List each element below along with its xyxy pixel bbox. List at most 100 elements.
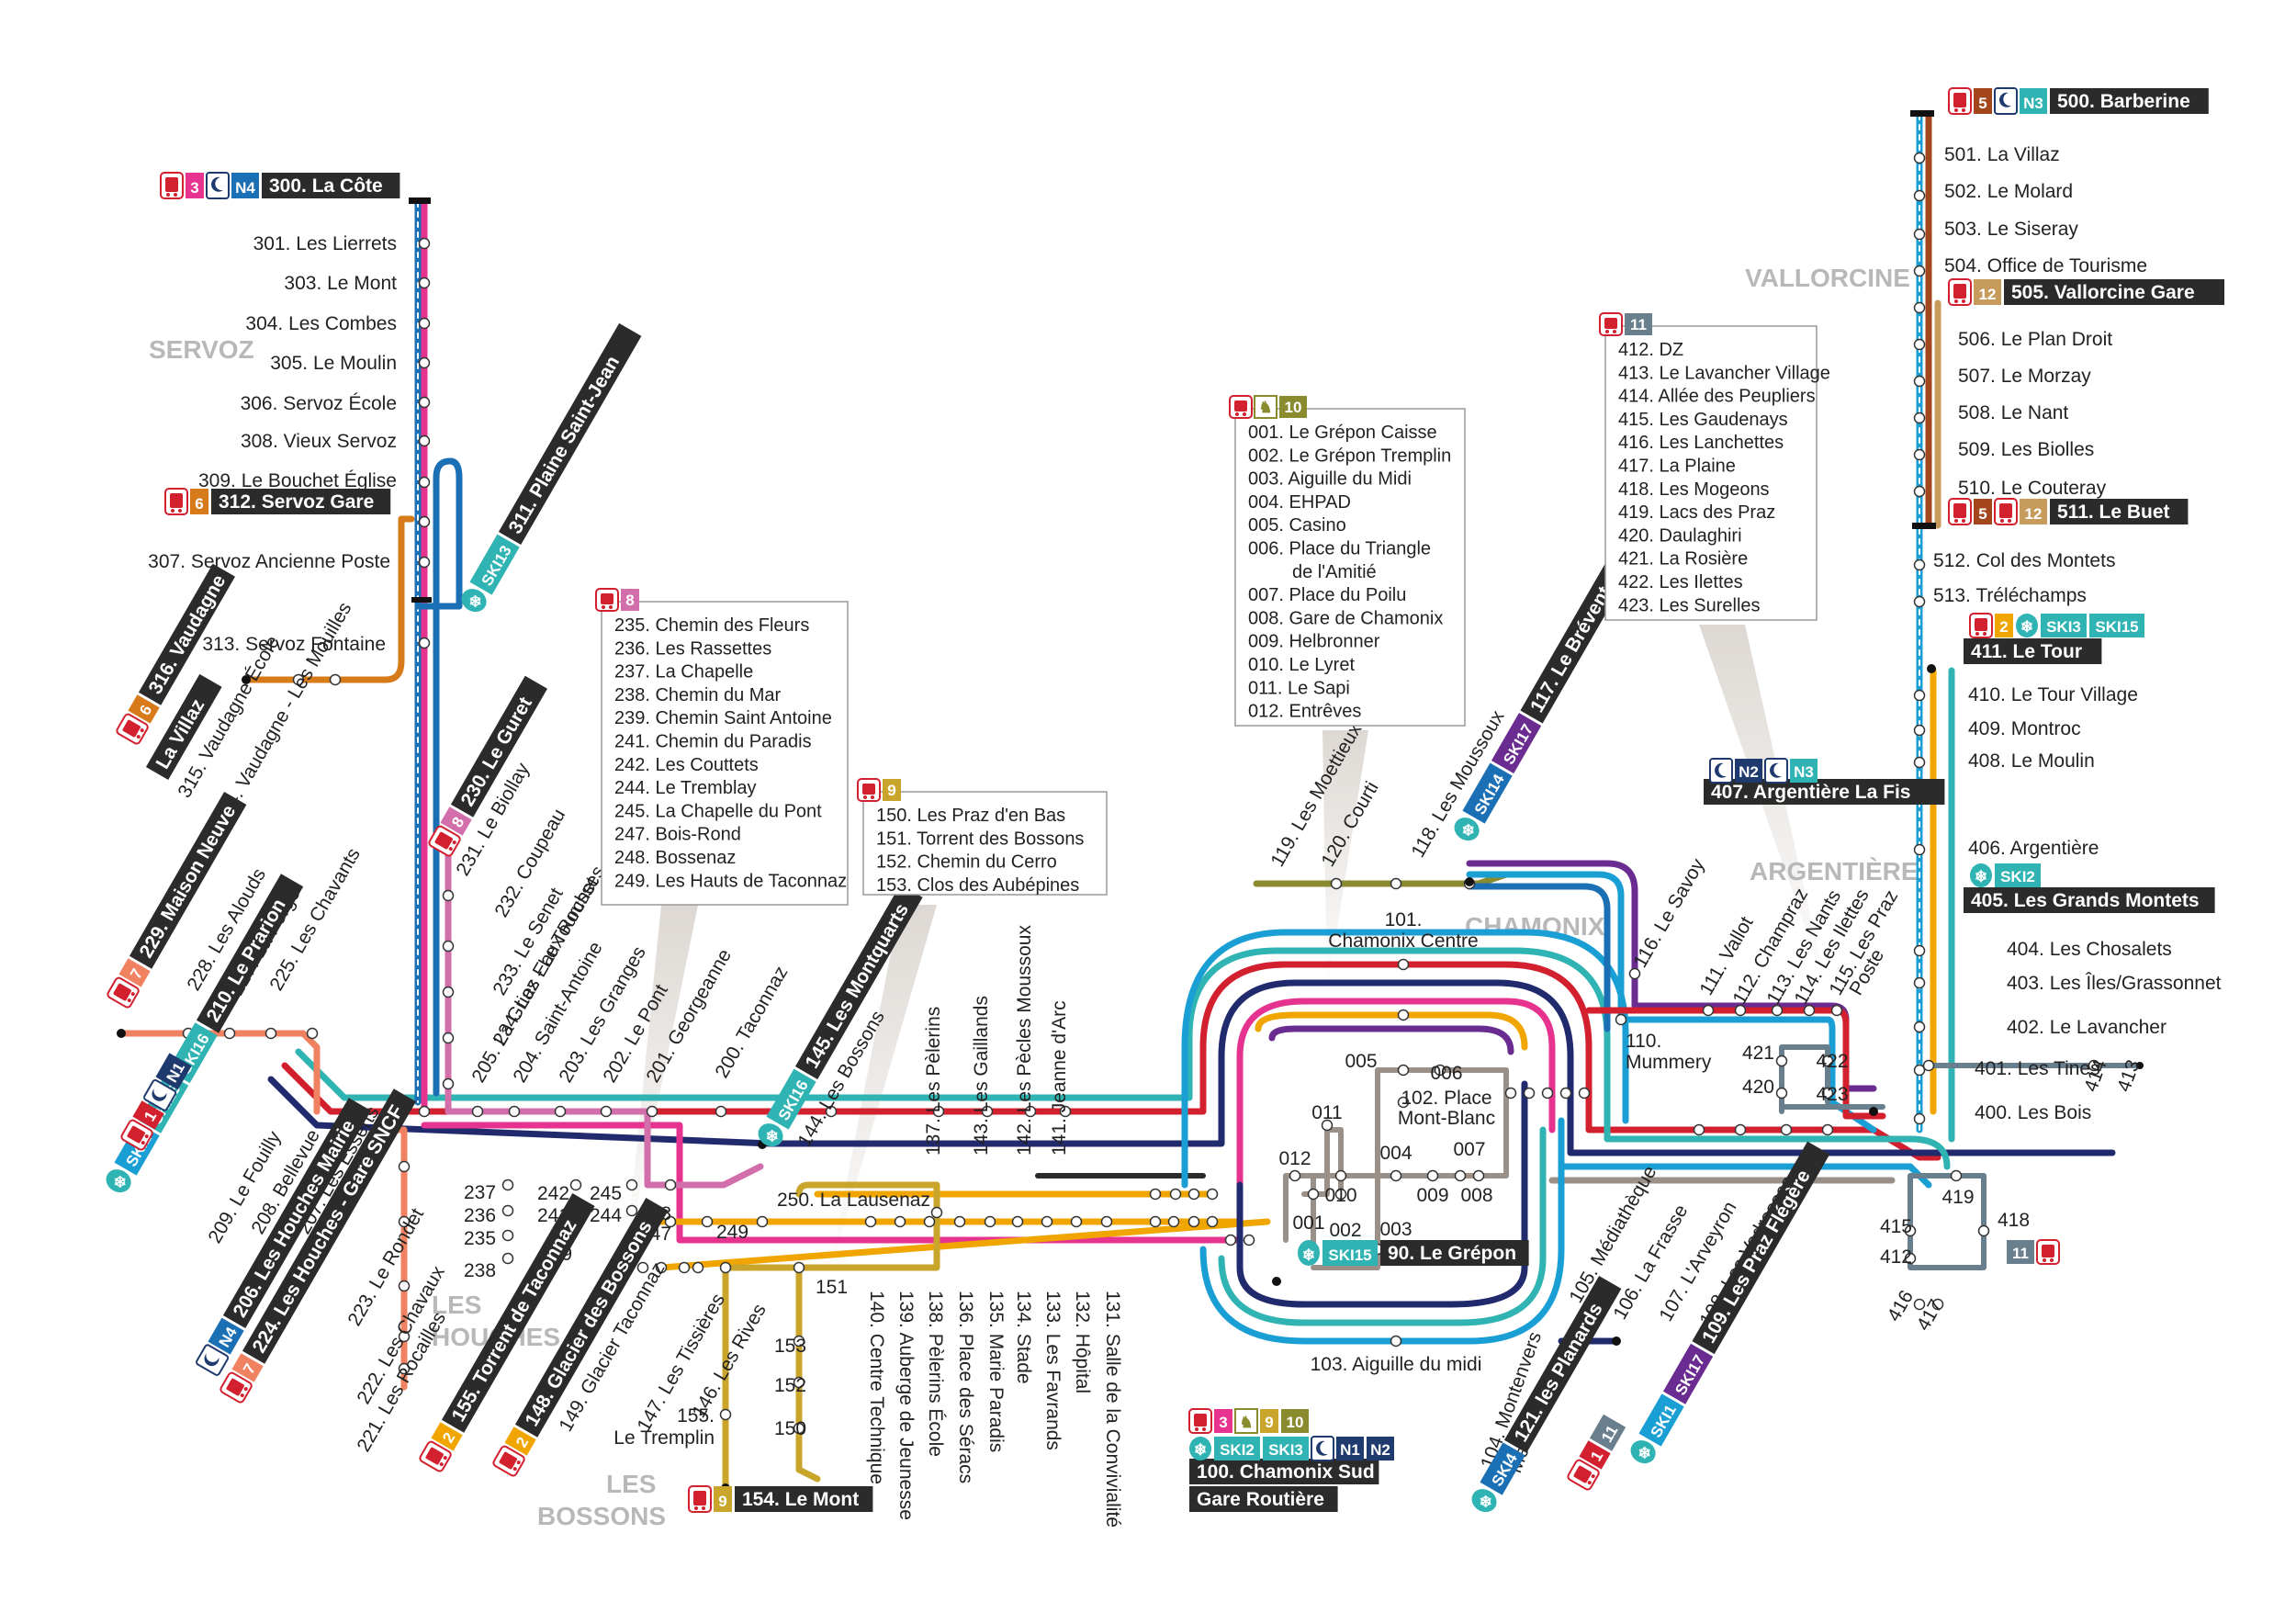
stop-dot [1780, 1123, 1793, 1136]
stop-dot [1913, 375, 1926, 388]
stop-s110a: 110. [1626, 1031, 1661, 1052]
line-badge-N3: N3 [2020, 88, 2047, 114]
stop-dot [442, 889, 455, 902]
line-badge-SKI13: SKI13 [469, 534, 520, 595]
stop-dot [692, 1261, 704, 1274]
stop-dot [1775, 1087, 1788, 1100]
info-box-line: 153. Clos des Aubépines [876, 875, 1079, 896]
info-box-line: 423. Les Surelles [1618, 595, 1761, 615]
line-badge-1: 1 [132, 1100, 164, 1130]
svg-text:SKI3: SKI3 [1268, 1441, 1303, 1459]
bus-icon [116, 713, 149, 745]
bus-icon [1994, 498, 2018, 525]
stop-dot [1397, 1096, 1410, 1109]
stop-dot [894, 1215, 906, 1228]
line-brevent-blue [1466, 871, 1877, 1133]
stop-s132: 132. Hôpital [1072, 1291, 1093, 1393]
stop-s245: 245 [590, 1183, 622, 1204]
stop-dot [719, 1261, 732, 1274]
line-badge-SKI1: SKI1 [1638, 1393, 1684, 1447]
stop-s235: 235 [464, 1228, 496, 1249]
stop-dot [1169, 1188, 1182, 1201]
stop-dot [1904, 1252, 1917, 1265]
terminal-name: 312. Servoz Gare [219, 491, 374, 513]
region-argentiere: ARGENTIÈRE [1750, 857, 1919, 885]
svg-text:N4: N4 [235, 179, 255, 197]
stop-s412: 412 [1880, 1246, 1912, 1268]
line-8 [445, 841, 764, 1189]
info-box-line: 006. Place du Triangle [1248, 539, 1431, 559]
stop-dot [655, 1261, 668, 1274]
stop-dot [418, 356, 431, 369]
info-box-line: 414. Allée des Peupliers [1618, 387, 1816, 407]
stop-dot [508, 1105, 521, 1118]
stop-s410: 410. Le Tour Village [1968, 684, 2138, 705]
stop-s507: 507. Le Morzay [1958, 366, 2091, 387]
stop-s141: 141. Jeanne d'Arc [1049, 1000, 1070, 1156]
stop-dot [1771, 1004, 1784, 1017]
stop-s501: 501. La Villaz [1944, 144, 2060, 165]
terminal-name: 505. Vallorcine Gare [2011, 282, 2195, 303]
line-badge-N4: N4 [231, 173, 259, 198]
stop-dot [1206, 1215, 1219, 1228]
stop-s422: 422 [1816, 1051, 1848, 1072]
info-box-line: 420. Daulaghiri [1618, 525, 1742, 546]
stop-dot [1913, 595, 1926, 608]
svg-text:5: 5 [1978, 505, 1986, 523]
line-badge-N1: N1 [1336, 1437, 1364, 1460]
stop-dot [625, 1179, 638, 1191]
region-servoz: SERVOZ [149, 335, 254, 364]
bus-icon [164, 488, 188, 515]
terminal-t100: 100. Chamonix Sud [1189, 1459, 1379, 1484]
terminal-name: 117. Le Brévent [1526, 583, 1615, 716]
stop-s250: 250. La Lausenaz [777, 1190, 930, 1211]
loop-navy [1236, 1080, 1528, 1308]
stop-s512: 512. Col des Montets [1933, 550, 2115, 571]
bus-icon [492, 1445, 525, 1477]
stop-dot [1913, 189, 1926, 202]
stop-dot [1397, 1064, 1410, 1077]
stop-dot [1977, 1224, 1990, 1237]
stop-s504: 504. Office de Tourisme [1944, 255, 2147, 276]
stop-s304: 304. Les Combes [245, 313, 397, 334]
svg-text:12: 12 [1979, 286, 1997, 303]
svg-text:SKI2: SKI2 [2000, 868, 2035, 885]
svg-text:3: 3 [190, 179, 198, 197]
snowflake-icon: ❄ [1630, 1440, 1656, 1464]
svg-text:♞: ♞ [1258, 399, 1272, 416]
stop-dot [1334, 1188, 1347, 1201]
stop-dot [418, 637, 431, 649]
stop-dot [418, 237, 431, 250]
line-badge-10: 10 [1279, 396, 1307, 418]
stop-dot [646, 1105, 658, 1118]
terminal-t109b: 111 [1567, 1414, 1626, 1491]
stop-s308: 308. Vieux Servoz [241, 431, 397, 452]
line-badge-6: 6 [190, 489, 208, 514]
terminal-name: 405. Les Grands Montets [1971, 890, 2200, 911]
snowflake-icon: ❄ [1970, 863, 1992, 887]
stop-dot [1734, 1123, 1747, 1136]
stop-s306: 306. Servoz École [241, 393, 397, 414]
info-box-line: 422. Les Ilettes [1618, 572, 1743, 592]
stop-s007: 007 [1453, 1139, 1485, 1160]
badge-row-t405_top: ❄ SKI2 [1970, 863, 2041, 887]
loop-purple [1268, 1025, 1514, 1055]
stop-dot [1149, 1188, 1162, 1201]
svg-text:❄: ❄ [1302, 1246, 1315, 1264]
stop-s140: 140. Centre Technique [866, 1291, 887, 1484]
stop-dots [182, 152, 2100, 1435]
stop-dot [1913, 338, 1926, 351]
info-box-line: 235. Chemin des Fleurs [614, 615, 809, 636]
stop-dot [1390, 1335, 1402, 1348]
stop-s101a: 101. [1385, 909, 1423, 930]
stop-dot [1913, 724, 1926, 737]
stop-s242: 242 [537, 1183, 569, 1204]
bus-icon [1948, 278, 1972, 306]
